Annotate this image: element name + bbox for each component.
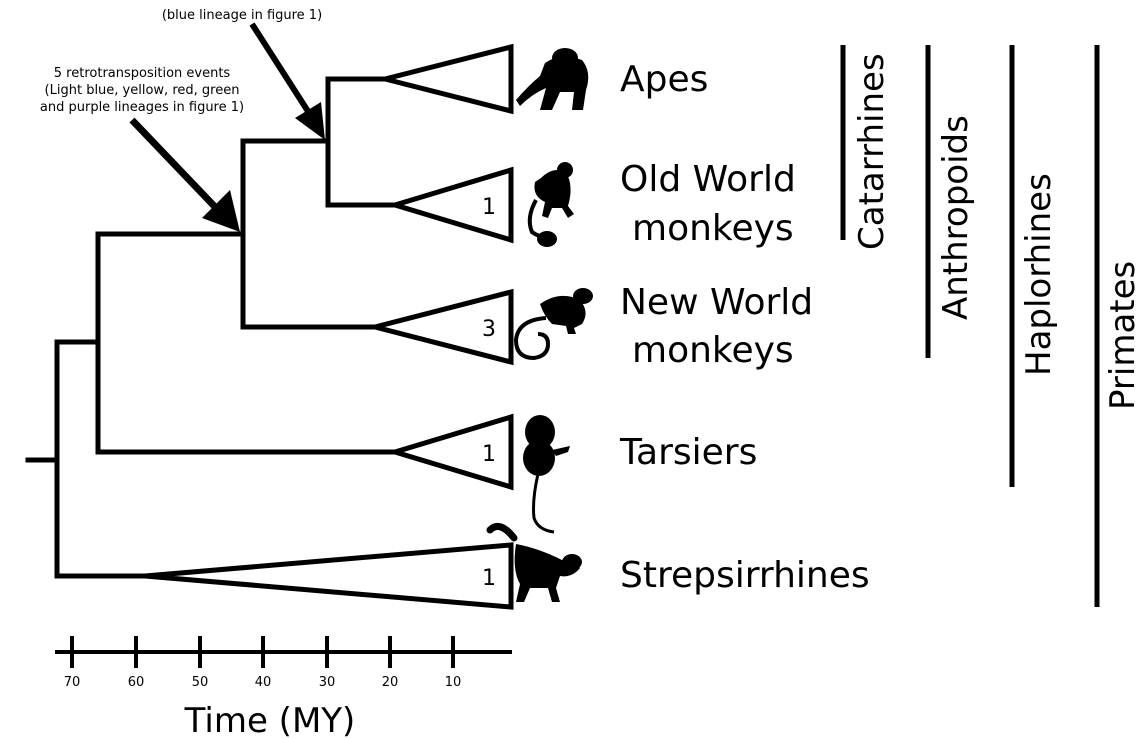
count-old-world: 1 [482,195,496,220]
count-new-world: 3 [482,317,496,342]
time-tick-labels: 70 60 50 40 30 20 10 [64,675,462,690]
count-strepsirrhines: 1 [482,566,496,591]
annotation-left-line1: 5 retrotransposition events [54,66,231,81]
old-world-monkey-silhouette [530,162,574,247]
label-haplorhines: Haplorhines [1019,173,1059,376]
arrow-top [252,24,325,140]
time-scale [55,636,512,668]
label-primates: Primates [1103,261,1143,410]
ape-silhouette [516,48,588,110]
new-world-monkey-silhouette [516,288,593,358]
tick-label: 10 [445,675,462,690]
count-tarsiers: 1 [482,442,496,467]
tarsier-silhouette [523,415,570,532]
triangle-apes [385,47,511,111]
label-catarrhines: Catarrhines [852,53,892,250]
taxon-label-tarsiers: Tarsiers [619,432,757,473]
annotation-left-line3: and purple lineages in figure 1) [40,100,244,115]
taxon-label-new-world-line1: New World [620,282,813,323]
tick-label: 60 [128,675,145,690]
taxon-label-apes: Apes [620,59,708,100]
tick-label: 40 [255,675,272,690]
taxon-label-strepsirrhines: Strepsirrhines [620,555,870,596]
taxon-label-old-world-line2: monkeys [632,208,794,249]
label-anthropoids: Anthropoids [936,115,976,320]
taxon-labels: Apes Old World monkeys New World monkeys… [619,59,870,596]
tree-branches [28,79,395,576]
tick-label: 70 [64,675,81,690]
annotations: (blue lineage in figure 1) 5 retrotransp… [40,8,322,115]
taxon-label-old-world-line1: Old World [620,159,796,200]
arrow-left [132,120,240,232]
annotation-top-line1: (blue lineage in figure 1) [162,8,322,23]
triangle-strepsirrhines [145,545,511,607]
tick-label: 30 [319,675,336,690]
taxon-label-new-world-line2: monkeys [632,330,794,371]
tick-label: 20 [382,675,399,690]
tick-label: 50 [192,675,209,690]
annotation-left-line2: (Light blue, yellow, red, green [45,83,240,98]
time-axis-label: Time (MY) [184,701,356,738]
